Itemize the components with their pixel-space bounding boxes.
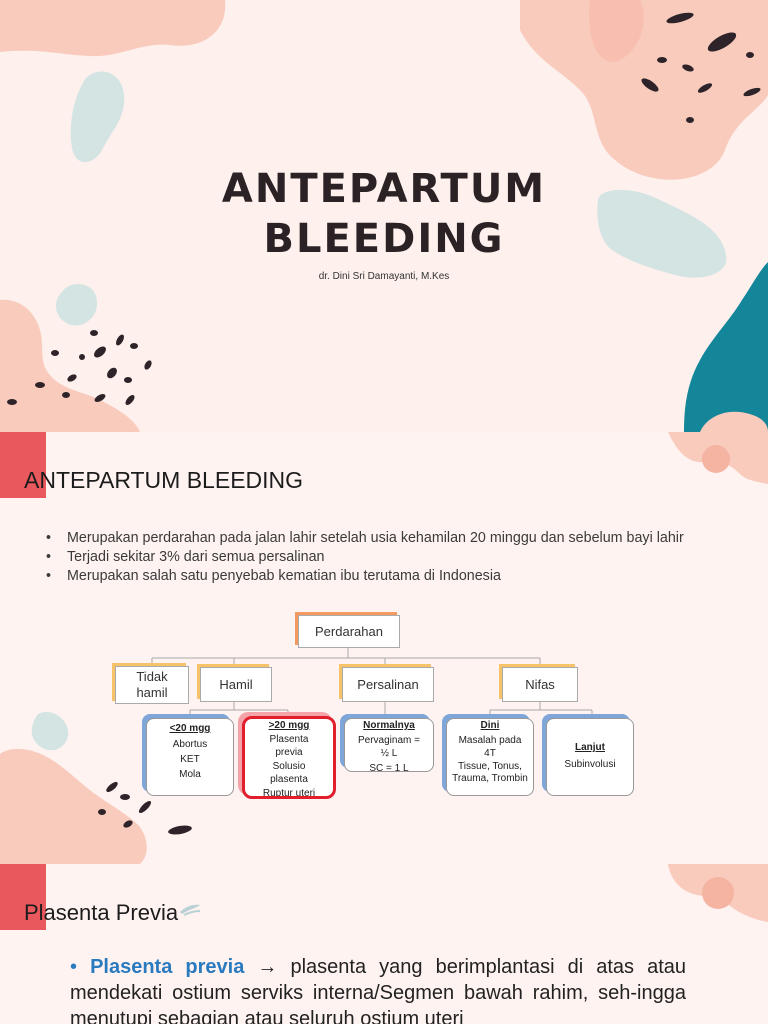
definition-slide: ANTEPARTUM BLEEDING Merupakan perdarahan… bbox=[0, 432, 768, 864]
diagram-leaf-lanjut: Lanjut Subinvolusi bbox=[546, 718, 634, 796]
bullet-item: Merupakan salah satu penyebab kematian i… bbox=[46, 567, 716, 586]
diagram-leaf-under-20: <20 mgg Abortus KET Mola bbox=[146, 718, 234, 796]
diagram-connectors bbox=[151, 648, 593, 718]
presentation-title: ANTEPARTUM BLEEDING bbox=[0, 164, 768, 264]
leaf-line: Abortus bbox=[172, 739, 208, 750]
title-line-1: ANTEPARTUM bbox=[221, 166, 547, 212]
leaf-title: Lanjut bbox=[575, 742, 605, 753]
leaf-line: Ruptur uteri bbox=[262, 788, 316, 799]
slide-body-text: • Plasenta previa → plasenta yang berimp… bbox=[70, 954, 686, 1024]
diagram-node-label: Tidak hamil bbox=[136, 669, 168, 700]
diagram-node-persalinan: Persalinan bbox=[342, 667, 434, 702]
diagram-leaf-over-20: >20 mgg Plasenta previa Solusio plasenta… bbox=[242, 716, 336, 799]
leaf-line: Plasenta previa bbox=[269, 734, 309, 758]
diagram-node-label: Persalinan bbox=[357, 676, 419, 692]
decorative-blobs bbox=[0, 0, 768, 432]
bullet-item: Merupakan perdarahan pada jalan lahir se… bbox=[46, 529, 716, 548]
bullet-marker: • bbox=[70, 956, 78, 978]
diagram-leaf-normal: Normalnya Pervaginam = ½ L SC = 1 L bbox=[344, 718, 434, 772]
leaf-line: Solusio plasenta bbox=[270, 761, 308, 785]
slide-accent-bar bbox=[0, 864, 46, 930]
diagram-node-hamil: Hamil bbox=[200, 667, 272, 702]
leaf-line: Subinvolusi bbox=[564, 759, 616, 770]
leaf-title: Dini bbox=[480, 720, 500, 731]
diagram-root-box: Perdarahan bbox=[298, 615, 400, 648]
decorative-blobs bbox=[0, 432, 768, 864]
diagram-node-label: Hamil bbox=[219, 676, 253, 692]
title-slide: ANTEPARTUM BLEEDING dr. Dini Sri Damayan… bbox=[0, 0, 768, 432]
diagram-leaf-dini: Dini Masalah pada 4T Tissue, Tonus, Trau… bbox=[446, 718, 534, 796]
leaf-title: Normalnya bbox=[363, 720, 415, 731]
leaf-title: <20 mgg bbox=[169, 723, 211, 734]
slide-heading: Plasenta Previa bbox=[24, 900, 202, 926]
leaf-line: Mola bbox=[179, 769, 201, 780]
diagram-node-label: Nifas bbox=[525, 676, 555, 692]
slide-accent-bar bbox=[0, 432, 46, 498]
highlight-term: Plasenta previa bbox=[90, 956, 245, 978]
leaf-line: Pervaginam = ½ L bbox=[358, 735, 420, 759]
slide-heading-text: Plasenta Previa bbox=[24, 900, 179, 925]
brush-stroke-icon bbox=[180, 904, 201, 916]
bullet-list: Merupakan perdarahan pada jalan lahir se… bbox=[46, 529, 716, 586]
author-name: dr. Dini Sri Damayanti, M.Kes bbox=[318, 271, 450, 282]
leaf-line: KET bbox=[180, 754, 200, 765]
leaf-line: Tissue, Tonus, Trauma, Trombin bbox=[452, 761, 528, 784]
decorative-blobs bbox=[668, 864, 768, 922]
plasenta-previa-slide: Plasenta Previa • Plasenta previa → plas… bbox=[0, 864, 768, 1024]
definition-text: plasenta yang berimplantasi di atas atau… bbox=[70, 956, 686, 1024]
diagram-root-label: Perdarahan bbox=[315, 623, 383, 639]
leaf-line: SC = 1 L bbox=[369, 763, 409, 772]
arrow-symbol: → bbox=[257, 956, 278, 978]
slide-heading: ANTEPARTUM BLEEDING bbox=[24, 467, 304, 493]
leaf-title: >20 mgg bbox=[268, 720, 310, 731]
title-line-2: BLEEDING bbox=[263, 216, 505, 262]
diagram-node-tidak-hamil: Tidak hamil bbox=[115, 666, 189, 704]
bullet-item: Terjadi sekitar 3% dari semua persalinan bbox=[46, 548, 716, 567]
leaf-line: Masalah pada 4T bbox=[458, 735, 522, 759]
diagram-node-nifas: Nifas bbox=[502, 667, 578, 702]
